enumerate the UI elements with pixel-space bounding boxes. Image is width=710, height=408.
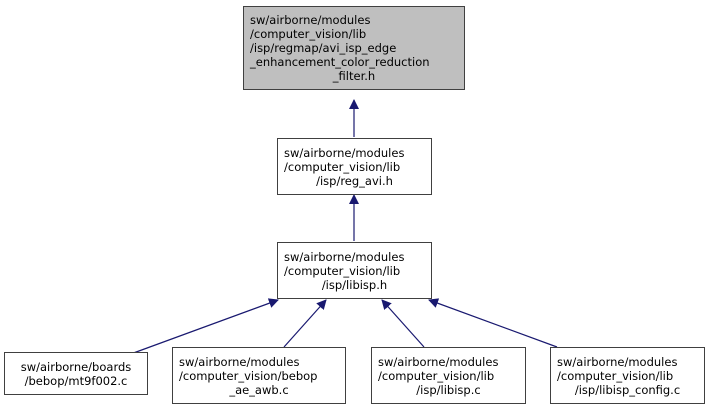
node-libisp-c[interactable]: sw/airborne/modules /computer_vision/lib… xyxy=(371,347,526,404)
node-line: sw/airborne/boards xyxy=(20,359,132,374)
node-line: /isp/regmap/avi_isp_edge xyxy=(250,41,397,55)
node-line: _enhancement_color_reduction xyxy=(250,55,430,69)
node-line: /isp/libisp_config.c xyxy=(574,382,681,397)
node-line: _filter.h xyxy=(332,69,376,83)
edge-mt9f002-to-libisp_h xyxy=(127,298,279,356)
node-line: _ae_awb.c xyxy=(229,382,289,397)
node-line: sw/airborne/modules xyxy=(250,13,371,27)
node-root-avi-isp-edge-enhancement-color-reduction-filter-h[interactable]: sw/airborne/modules /computer_vision/lib… xyxy=(243,6,465,90)
node-line: /isp/reg_avi.h xyxy=(316,173,393,188)
node-libisp-h[interactable]: sw/airborne/modules /computer_vision/lib… xyxy=(277,242,432,299)
node-line: /computer_vision/lib xyxy=(284,159,401,174)
node-line: sw/airborne/modules xyxy=(378,354,499,369)
edge-libisp_c-to-libisp_h xyxy=(381,299,425,348)
edge-libisp_config-to-libisp_h xyxy=(428,298,558,348)
node-line: sw/airborne/modules xyxy=(557,354,678,369)
node-line: /isp/libisp.h xyxy=(321,277,388,292)
edge-bebop_ae_awb-to-libisp_h xyxy=(283,299,327,348)
node-line: /computer_vision/lib xyxy=(378,368,495,383)
node-line: sw/airborne/modules xyxy=(179,354,300,369)
node-mt9f002-c[interactable]: sw/airborne/boards /bebop/mt9f002.c xyxy=(4,352,148,395)
node-bebop-ae-awb-c[interactable]: sw/airborne/modules /computer_vision/beb… xyxy=(172,347,346,404)
node-line: sw/airborne/modules xyxy=(284,145,405,160)
node-line: /computer_vision/lib xyxy=(284,263,401,278)
node-line: /bebop/mt9f002.c xyxy=(24,373,128,388)
node-reg-avi-h[interactable]: sw/airborne/modules /computer_vision/lib… xyxy=(277,138,432,195)
node-line: /computer_vision/lib xyxy=(250,27,367,41)
node-line: /computer_vision/bebop xyxy=(179,368,318,383)
node-libisp-config-c[interactable]: sw/airborne/modules /computer_vision/lib… xyxy=(550,347,705,404)
node-line: /isp/libisp.c xyxy=(416,382,481,397)
node-line: /computer_vision/lib xyxy=(557,368,674,383)
node-line: sw/airborne/modules xyxy=(284,249,405,264)
